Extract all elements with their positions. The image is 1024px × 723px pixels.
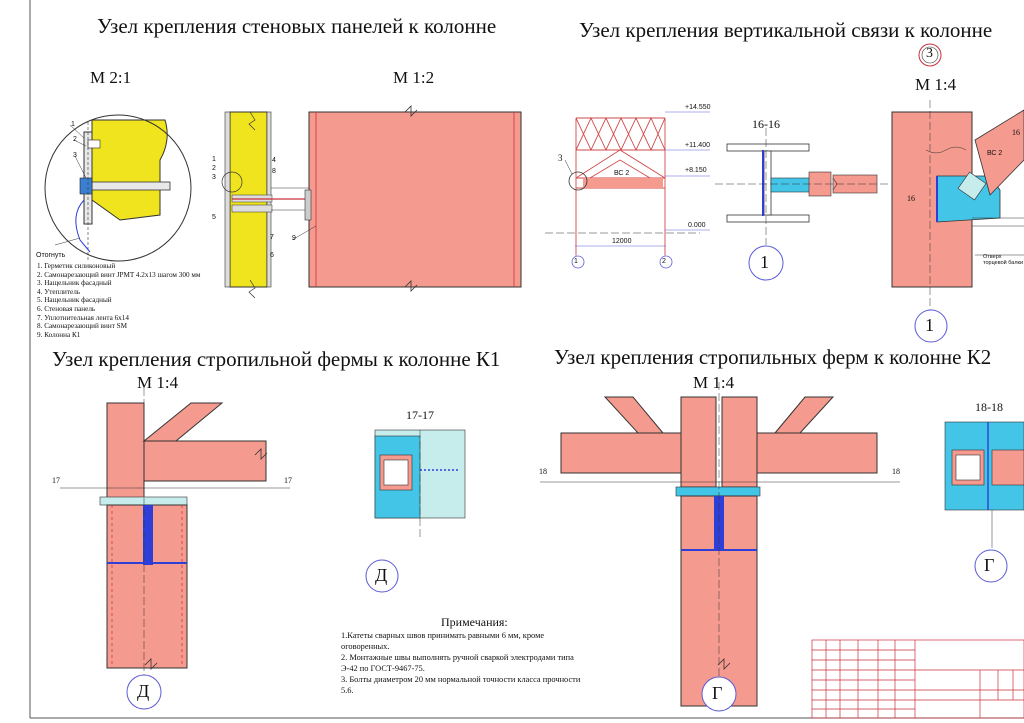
wall-section-label-2: 2 — [212, 165, 216, 172]
section-mark-16a: 16 — [907, 194, 915, 203]
notes-line: 5.6. — [341, 686, 354, 695]
notes-line: 3. Болты диаметром 20 мм нормальной точн… — [341, 675, 581, 684]
elevation-1: +14.550 — [685, 104, 711, 111]
notes-line: 2. Монтажные швы выполнять ручной сварко… — [341, 653, 574, 662]
wall-cut-label: Отогнуть — [36, 252, 66, 259]
section-mark-16b: 16 — [1012, 128, 1020, 137]
notes-block: 1.Катеты сварных швов принимать равными … — [341, 630, 641, 696]
callout-3-label: 3 — [558, 153, 563, 163]
section-mark-18a: 18 — [539, 467, 547, 476]
wall-section-label-9: 9 — [292, 235, 296, 242]
legend-item: 6. Стеновая панель — [37, 304, 96, 313]
axis-d-label: Д — [137, 681, 150, 701]
elevation-3: +8.150 — [685, 167, 707, 174]
wall-label-2: 2 — [73, 136, 77, 143]
k1-truss-node — [60, 388, 290, 710]
wall-section-label-3: 3 — [212, 174, 216, 181]
wall-section-label-7: 7 — [270, 234, 274, 241]
bracing-callout-circle — [568, 171, 588, 191]
brace-mark-node: ВС 2 — [987, 150, 1003, 157]
legend-item: 1. Герметик силиконовый — [37, 262, 116, 270]
wall-section-label-8: 8 — [272, 168, 276, 175]
section-16-16 — [715, 128, 890, 281]
notes-line: 1.Катеты сварных швов принимать равными … — [341, 631, 545, 640]
span-dimension: 12000 — [612, 238, 632, 245]
title-truss-k1: Узел крепления стропильной фермы к колон… — [52, 347, 501, 371]
wall-section-label-4: 4 — [272, 157, 276, 164]
axis-g-label: Г — [712, 683, 723, 703]
wall-section-label-6: 6 — [270, 252, 274, 259]
scale-wall-main: М 1:2 — [393, 68, 435, 87]
axis-2-small-label: 2 — [662, 258, 666, 265]
wall-section-label-1: 1 — [212, 156, 216, 163]
title-vertical-bracing: Узел крепления вертикальной связи к коло… — [579, 18, 993, 42]
section-title-16: 16-16 — [752, 117, 780, 131]
axis-2-small — [659, 255, 673, 269]
axis-1-small-label: 1 — [574, 258, 578, 265]
section-mark-18b: 18 — [892, 467, 900, 476]
axis-1-bracing-label: 1 — [925, 315, 934, 335]
notes-title: Примечания: — [441, 615, 508, 629]
section-title-17: 17-17 — [406, 408, 434, 422]
legend-list: 1. Герметик силиконовый 2. Самонарезающи… — [37, 262, 237, 339]
k2-truss-node — [540, 382, 900, 712]
elevation-2: +11.400 — [685, 142, 710, 149]
scale-bracing: М 1:4 — [915, 75, 957, 94]
bracing-dims — [575, 111, 710, 262]
wall-detail-circle — [44, 114, 192, 262]
section-title-18: 18-18 — [975, 400, 1003, 414]
title-wall-panels: Узел крепления стеновых панелей к колонн… — [97, 14, 497, 38]
title-truss-k2: Узел крепления стропильных ферм к колонн… — [554, 345, 992, 369]
legend-item: 3. Нащельник фасадный — [37, 279, 112, 288]
section-mark-17a: 17 — [52, 476, 60, 485]
axis-g-section-label: Г — [984, 555, 995, 575]
wall-section-panel — [221, 111, 312, 299]
brace-mark: ВС 2 — [614, 170, 630, 177]
bracing-note: Отверх торцевой балки — [983, 254, 1024, 266]
axis-d-section-label: Д — [375, 565, 388, 585]
notes-line: оговоренных. — [341, 642, 390, 651]
title-block — [811, 639, 1024, 719]
bracing-node-detail — [891, 43, 1024, 343]
elevation-4: 0.000 — [688, 222, 706, 229]
axis-1-small — [571, 255, 585, 269]
legend-item: 2. Самонарезающий винт JPMT 4.2х13 шагом… — [37, 270, 201, 279]
legend-item: 4. Утеплитель — [37, 287, 81, 296]
legend-item: 8. Самонарезающий винт SM — [37, 322, 128, 331]
node-number: 3 — [926, 46, 933, 61]
notes-line: Э-42 по ГОСТ-9467-75. — [341, 664, 425, 673]
scale-k2: М 1:4 — [693, 373, 735, 392]
axis-1-label: 1 — [760, 252, 769, 272]
legend-item: 5. Нащельник фасадный — [37, 296, 112, 305]
wall-label-3: 3 — [73, 152, 77, 159]
wall-label-1: 1 — [71, 121, 75, 128]
scale-wall-detail: М 2:1 — [90, 68, 132, 87]
legend-item: 7. Уплотнительная лента 6х14 — [37, 313, 129, 322]
legend-item: 9. Колонна К1 — [37, 330, 81, 339]
section-18-18 — [944, 421, 1024, 583]
column-k1-elevation — [291, 105, 522, 292]
section-17-17 — [365, 429, 466, 593]
wall-section-label-5: 5 — [212, 214, 216, 221]
section-mark-17b: 17 — [284, 476, 292, 485]
scale-k1: М 1:4 — [137, 373, 179, 392]
bracing-beam — [583, 178, 663, 188]
